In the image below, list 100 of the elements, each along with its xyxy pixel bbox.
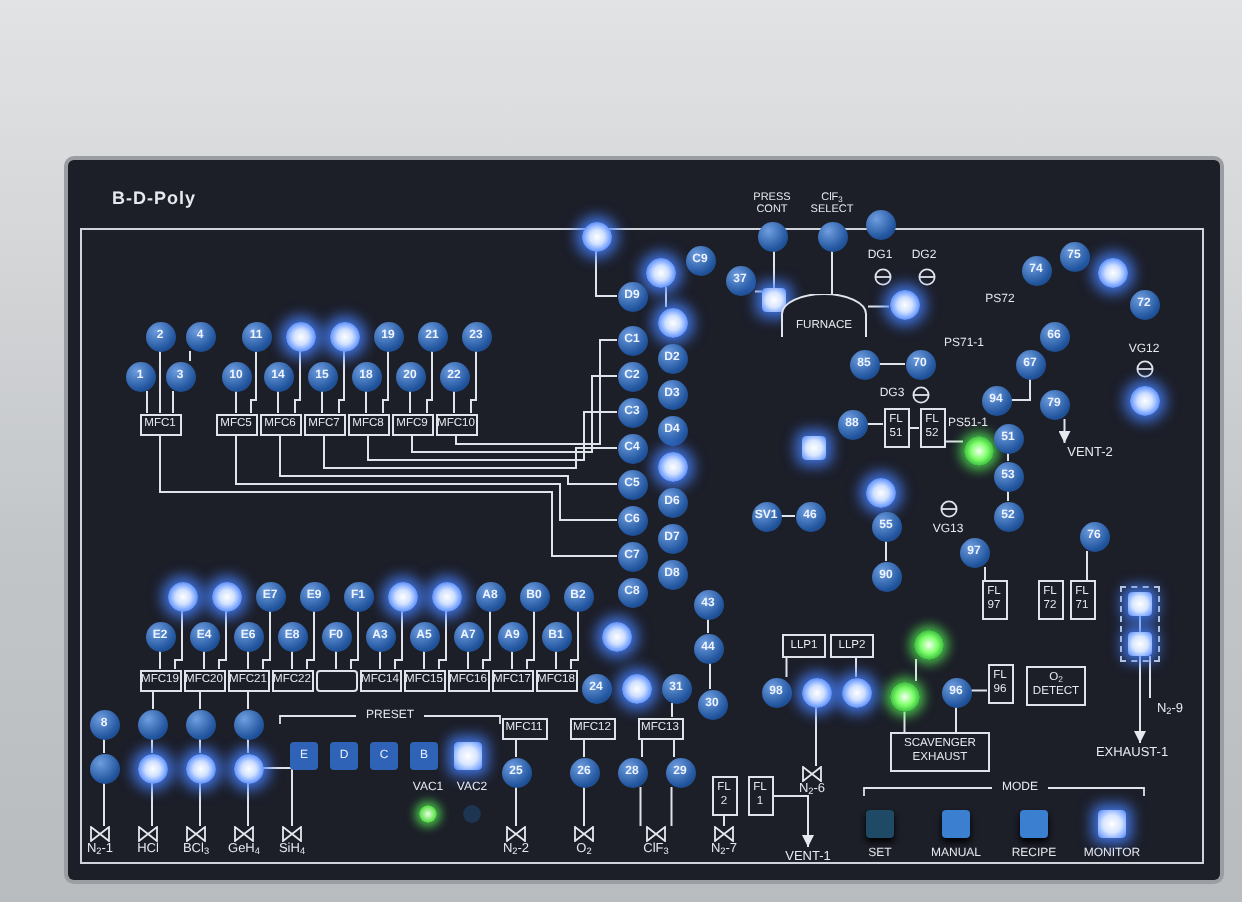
pipe-line — [639, 786, 642, 827]
pipe-line — [908, 427, 920, 429]
pipe-line — [189, 350, 191, 362]
pipe-line — [321, 390, 323, 414]
pipe-line — [970, 689, 988, 692]
pipe-line — [159, 650, 161, 670]
pipe-line — [944, 440, 964, 443]
panel-title: B-D-Poly — [112, 188, 196, 208]
pipe-line — [247, 690, 249, 710]
pipe-line — [423, 650, 425, 670]
pipe-line — [482, 610, 491, 670]
pipe-line — [438, 610, 447, 670]
pipe-line — [673, 738, 675, 758]
pipe-line — [903, 710, 906, 733]
lamp-button — [1098, 810, 1126, 838]
pipe-line — [250, 350, 257, 414]
pipe-line — [515, 738, 517, 758]
pipe-line — [915, 658, 917, 682]
pipe-line — [723, 815, 725, 827]
flow-arrow — [1134, 655, 1146, 744]
pipe-line — [151, 782, 153, 827]
pipe-line — [277, 390, 279, 414]
pipe-line — [867, 305, 890, 308]
lamp-button — [1128, 632, 1152, 656]
pipe-line — [511, 650, 513, 670]
pipe-line — [409, 390, 411, 414]
pipe-line — [365, 390, 367, 414]
lamp-button — [454, 742, 482, 770]
pipe-line — [583, 786, 585, 827]
flow-arrow — [772, 795, 814, 848]
pipe-line — [641, 738, 643, 758]
pipe-line — [379, 650, 381, 670]
pipe-line — [709, 662, 711, 690]
pipe-line — [294, 350, 301, 414]
pipe-line — [159, 350, 161, 414]
pipe-line — [470, 350, 477, 414]
pipe-line — [453, 390, 455, 414]
pipe-line — [671, 702, 673, 718]
pipe-line — [467, 650, 469, 670]
pipe-line — [526, 610, 535, 670]
pipe-line — [455, 339, 618, 445]
pipe-line — [1010, 378, 1031, 401]
pipe-line — [235, 434, 618, 521]
pipe-line — [411, 375, 618, 453]
lamp-button — [762, 288, 786, 312]
pipe-line — [262, 767, 293, 827]
lamp-button — [1128, 592, 1152, 616]
pipe-line — [174, 610, 183, 670]
pipe-line — [773, 250, 775, 289]
pipe-line — [426, 350, 433, 414]
pipe-line — [103, 738, 105, 754]
pipe-line — [247, 738, 249, 754]
pipe-line — [323, 434, 618, 469]
pipe-line — [350, 610, 359, 670]
pipe-line — [235, 390, 237, 414]
pipe-line — [1086, 550, 1088, 581]
pipe-line — [103, 782, 105, 827]
flow-arrow — [1058, 418, 1071, 444]
pipe-line — [1139, 615, 1141, 633]
pipe-line — [570, 610, 579, 670]
pipe-line — [785, 657, 788, 678]
pipe-line — [754, 290, 763, 293]
pipe-line — [885, 540, 887, 562]
pipe-line — [394, 610, 403, 670]
pipe-line — [670, 786, 673, 827]
pipe-line — [1149, 655, 1151, 699]
pipe-line — [146, 390, 148, 414]
pipe-line — [306, 610, 315, 670]
pipe-line — [218, 610, 227, 670]
pipe-line — [247, 782, 249, 827]
pipe-line — [555, 650, 557, 670]
pipe-line — [262, 610, 271, 670]
pipe-line — [780, 515, 796, 517]
pipe-line — [199, 782, 201, 827]
pipe-line — [151, 738, 153, 754]
pipe-line — [866, 423, 884, 425]
pipe-line — [335, 650, 337, 670]
pipe-line — [515, 786, 517, 827]
pipe-line — [815, 706, 817, 767]
pipe-line — [338, 350, 345, 414]
pipe-line — [199, 738, 201, 754]
pipe-line — [199, 690, 201, 710]
pipe-line — [367, 411, 618, 461]
pipe-line — [382, 350, 389, 414]
pipe-line — [878, 363, 906, 365]
pipe-line — [855, 657, 857, 678]
pipe-line — [247, 650, 249, 670]
pipe-line — [665, 286, 667, 308]
pipe-line — [955, 706, 957, 733]
pipe-line — [583, 738, 585, 758]
pipe-line — [203, 650, 205, 670]
pipe-line — [1007, 490, 1009, 502]
pipe-line — [707, 618, 709, 634]
pipe-line — [595, 250, 618, 297]
pipe-line — [279, 434, 618, 485]
pipe-line — [152, 690, 154, 710]
pipe-line — [984, 566, 986, 581]
pipe-line — [291, 650, 293, 670]
pipe-line — [831, 250, 833, 295]
pipe-line — [172, 390, 174, 414]
